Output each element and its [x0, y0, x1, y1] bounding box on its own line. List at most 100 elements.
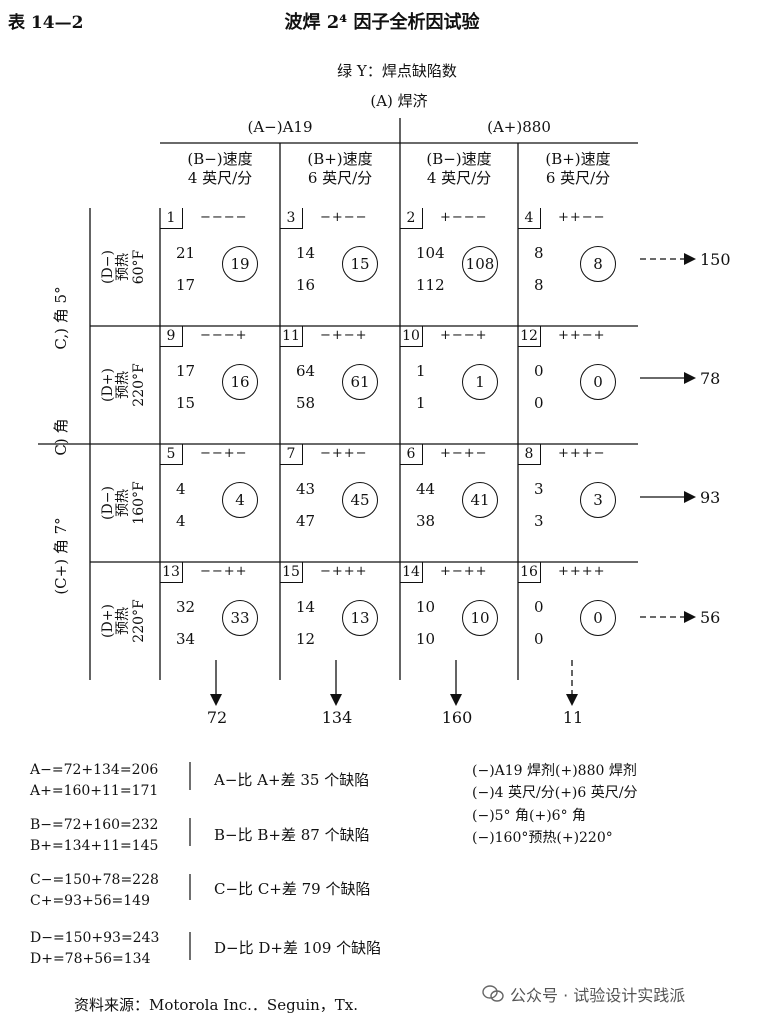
run-sign-code: −++− [320, 446, 368, 461]
row-total: 150 [700, 250, 731, 269]
run-cell: 8 +++− 3 3 3 [518, 444, 638, 562]
obs-1: 104 [416, 244, 445, 262]
run-number: 15 [280, 562, 303, 583]
obs-1: 4 [176, 480, 186, 498]
run-sign-code: +++− [558, 446, 606, 461]
run-sign-code: +−−− [440, 210, 488, 225]
wechat-icon [482, 985, 504, 1003]
run-cell: 2 +−−− 104 112 108 [400, 208, 518, 326]
run-number: 8 [518, 444, 541, 465]
run-number: 5 [160, 444, 183, 465]
run-number: 10 [400, 326, 423, 347]
legend-item: (−)160°预热(+)220° [472, 830, 613, 847]
obs-2: 17 [176, 276, 196, 294]
col-total-2: 134 [321, 708, 353, 727]
col-total-3: 160 [441, 708, 473, 727]
cell-average: 0 [580, 600, 616, 636]
obs-1: 0 [534, 362, 544, 380]
run-sign-code: ++−+ [558, 328, 606, 343]
table-number: 表 14—2 [8, 13, 84, 33]
cell-average: 4 [222, 482, 258, 518]
obs-2: 38 [416, 512, 436, 530]
run-number: 2 [400, 208, 423, 229]
cell-average: 8 [580, 246, 616, 282]
source-note: 资料来源：Motorola Inc.．Seguin，Tx. [74, 996, 359, 1014]
run-cell: 15 −+++ 14 12 13 [280, 562, 400, 680]
run-number: 4 [518, 208, 541, 229]
run-sign-code: +−++ [440, 564, 488, 579]
obs-2: 1 [416, 394, 426, 412]
run-cell: 9 −−−+ 17 15 16 [160, 326, 280, 444]
obs-2: 10 [416, 630, 436, 648]
cell-average: 45 [342, 482, 378, 518]
run-sign-code: ++++ [558, 564, 606, 579]
obs-2: 4 [176, 512, 186, 530]
cell-average: 41 [462, 482, 498, 518]
cell-average: 108 [462, 246, 498, 282]
obs-1: 17 [176, 362, 196, 380]
run-cell: 6 +−+− 44 38 41 [400, 444, 518, 562]
row-total: 78 [700, 369, 721, 388]
cell-average: 13 [342, 600, 378, 636]
obs-1: 64 [296, 362, 316, 380]
run-cell: 1 −−−− 21 17 19 [160, 208, 280, 326]
run-cell: 14 +−++ 10 10 10 [400, 562, 518, 680]
obs-2: 47 [296, 512, 316, 530]
run-cell: 4 ++−− 8 8 8 [518, 208, 638, 326]
cell-average: 16 [222, 364, 258, 400]
run-cell: 7 −++− 43 47 45 [280, 444, 400, 562]
run-sign-code: +−+− [440, 446, 488, 461]
cell-average: 1 [462, 364, 498, 400]
obs-2: 58 [296, 394, 316, 412]
run-sign-code: −−−+ [200, 328, 248, 343]
run-cell: 5 −−+− 4 4 4 [160, 444, 280, 562]
cmp-d: D−比 D+差 109 个缺陷 [214, 939, 382, 957]
run-number: 7 [280, 444, 303, 465]
run-sign-code: −−+− [200, 446, 248, 461]
obs-1: 43 [296, 480, 316, 498]
run-number: 1 [160, 208, 183, 229]
obs-2: 0 [534, 630, 544, 648]
run-number: 16 [518, 562, 541, 583]
factor-c-minus-label: C,) 角 5° [52, 286, 70, 350]
obs-2: 0 [534, 394, 544, 412]
obs-2: 12 [296, 630, 316, 648]
cmp-b: B−比 B+差 87 个缺陷 [214, 826, 370, 844]
run-sign-code: −+++ [320, 564, 368, 579]
obs-2: 112 [416, 276, 445, 294]
legend-item: (−)4 英尺/分(+)6 英尺/分 [472, 785, 638, 802]
row-total: 93 [700, 488, 721, 507]
run-cell: 10 +−−+ 1 1 1 [400, 326, 518, 444]
cmp-c: C−比 C+差 79 个缺陷 [214, 880, 371, 898]
cell-average: 10 [462, 600, 498, 636]
run-number: 14 [400, 562, 423, 583]
factor-c-mid-label: C) 角 [52, 418, 70, 456]
run-number: 13 [160, 562, 183, 583]
factor-c-plus-label: (C+) 角 7° [52, 517, 70, 595]
run-number: 12 [518, 326, 541, 347]
run-number: 9 [160, 326, 183, 347]
obs-1: 3 [534, 480, 544, 498]
run-sign-code: ++−− [558, 210, 606, 225]
run-cell: 16 ++++ 0 0 0 [518, 562, 638, 680]
obs-1: 1 [416, 362, 426, 380]
watermark: 公众号 · 试验设计实践派 [482, 982, 685, 1006]
obs-2: 3 [534, 512, 544, 530]
obs-2: 34 [176, 630, 196, 648]
factor-a-label: (A) 焊济 [370, 92, 428, 110]
legend-item: (−)5° 角(+)6° 角 [472, 807, 587, 824]
cmp-a: A−比 A+差 35 个缺陷 [214, 771, 370, 789]
run-cell: 11 −+−+ 64 58 61 [280, 326, 400, 444]
